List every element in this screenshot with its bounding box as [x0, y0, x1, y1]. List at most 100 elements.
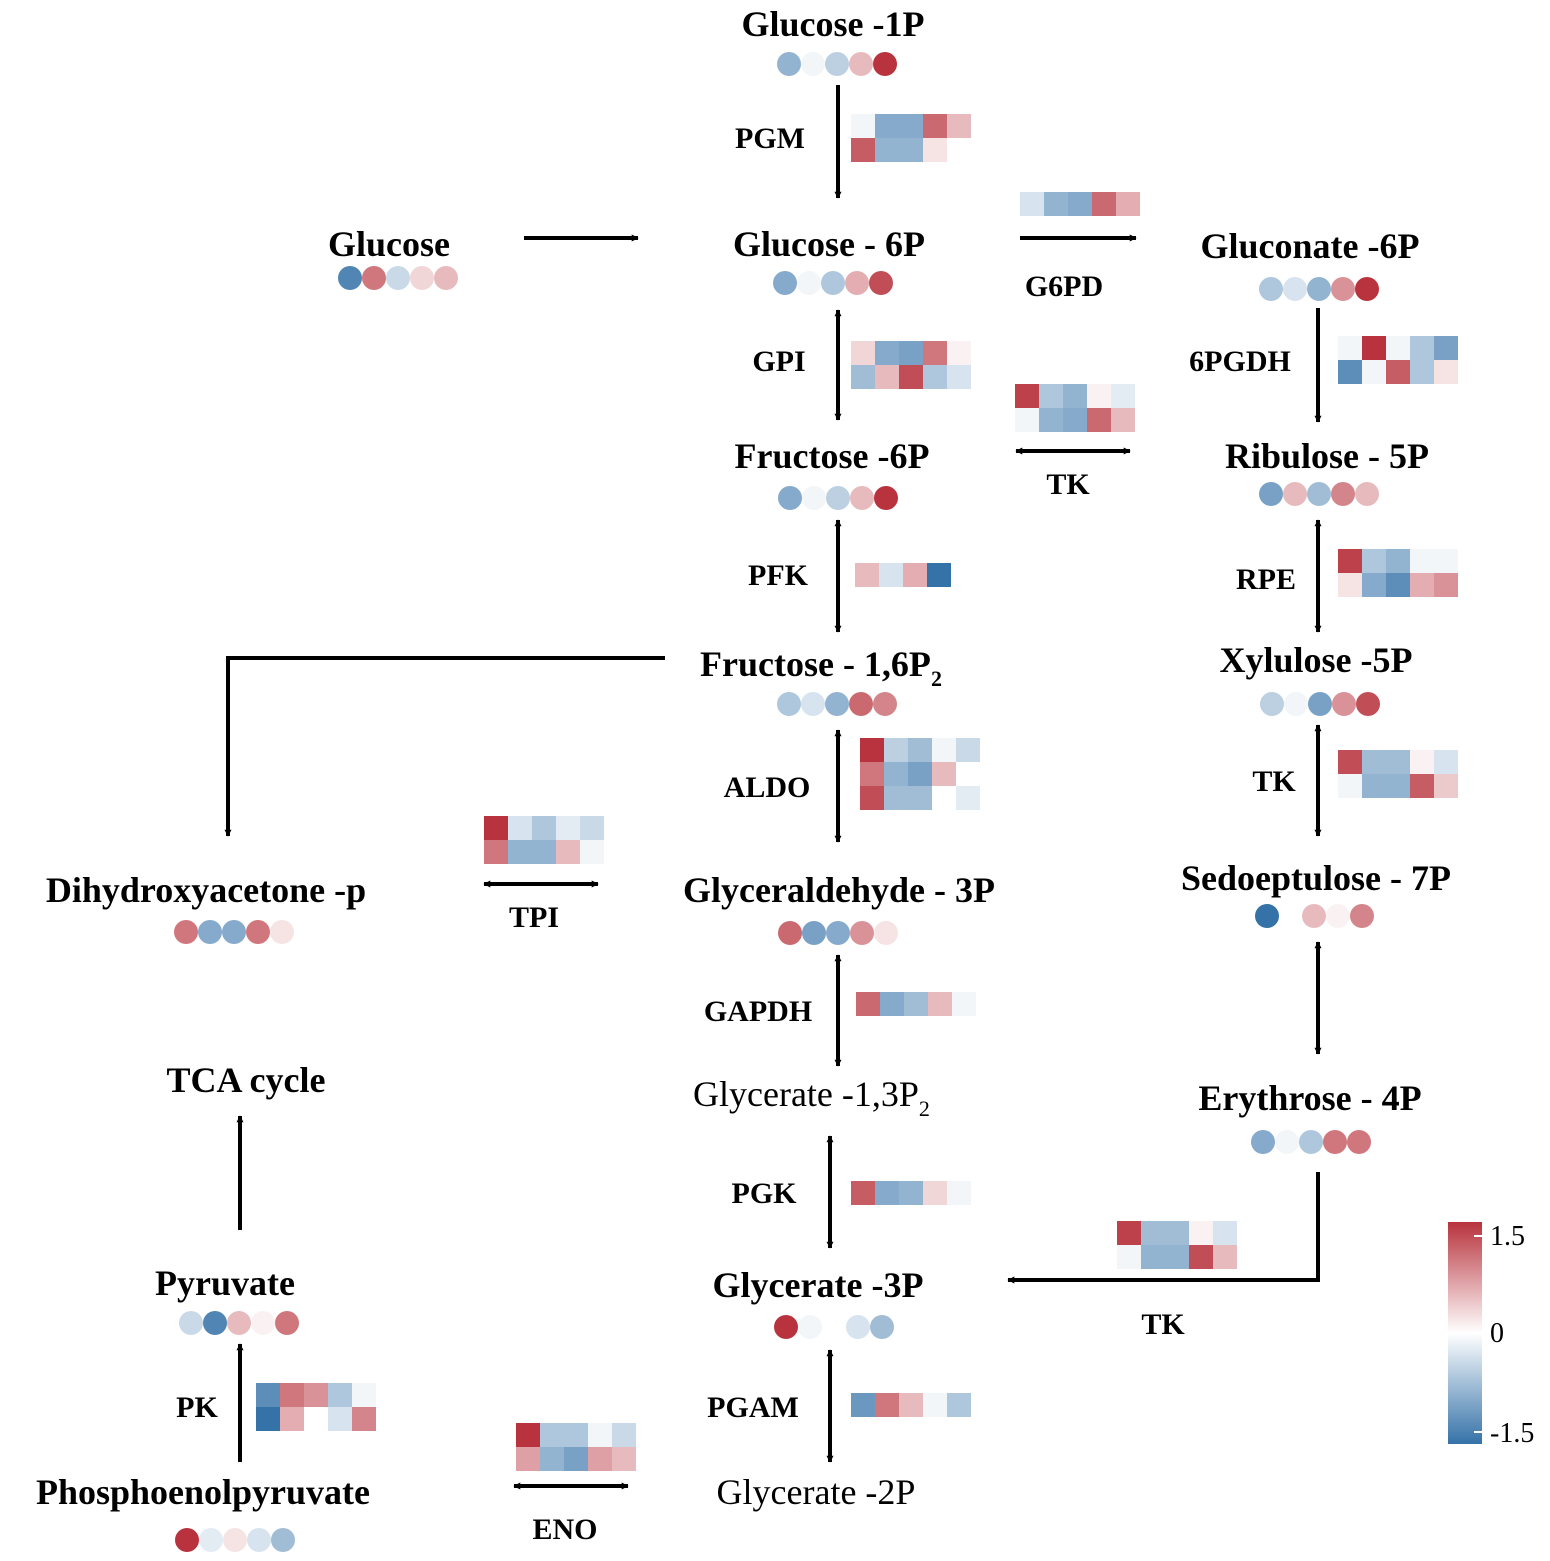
heat-cell-rpe-r1-c1 [1338, 549, 1362, 573]
heat-cell-gapdh-r1-c1 [856, 992, 880, 1016]
heat-cell-pgm-r2-c2 [875, 138, 899, 162]
heat-cell-pgm-r1-c5 [947, 114, 971, 138]
dot-ribulose-5p-1 [1259, 482, 1283, 506]
dot-glucose-3 [386, 266, 410, 290]
label-glycerate-13p2: Glycerate -1,3P2 [693, 1074, 930, 1121]
heat-cell-gpi-r1-c1 [851, 341, 875, 365]
heat-cell-tk-1-r2-c3 [1063, 408, 1087, 432]
heat-cell-aldo-r3-c1 [860, 786, 884, 810]
dot-xylulose-5p-2 [1284, 692, 1308, 716]
label-tca-cycle: TCA cycle [167, 1060, 326, 1100]
color-scale-mid-label: 0 [1490, 1318, 1504, 1349]
dot-glyceraldehyde-3p-5 [874, 921, 898, 945]
dot-fructose-6p-5 [874, 486, 898, 510]
heat-cell-pk-r1-c3 [304, 1383, 328, 1407]
label-fructose-6p: Fructose -6P [735, 436, 930, 476]
dot-glucose-4 [410, 266, 434, 290]
heatmap-pk [256, 1383, 376, 1431]
heat-cell-g6pd-r1-c1 [1020, 192, 1044, 216]
label-fructose-16p2: Fructose - 1,6P2 [700, 644, 942, 691]
dot-erythrose-4p-1 [1251, 1130, 1275, 1154]
heat-cell-pk-r1-c1 [256, 1383, 280, 1407]
heat-cell-tk-3-r1-c5 [1213, 1221, 1237, 1245]
dot-dihydroxyacetone-p-4 [246, 920, 270, 944]
dot-gluconate-6p-5 [1355, 277, 1379, 301]
dot-sedoeptulose-7p-2 [1302, 904, 1326, 928]
enzyme-label-pgm: PGM [735, 122, 805, 155]
heat-cell-pgk-r1-c4 [923, 1181, 947, 1205]
heatmap-pfk [855, 563, 951, 587]
heat-cell-tpi-r1-c1 [484, 816, 508, 840]
heat-cell-pgm-r1-c1 [851, 114, 875, 138]
enzyme-label-tk-1: TK [1046, 468, 1090, 501]
heat-cell-g6pd-r1-c5 [1116, 192, 1140, 216]
dot-ribulose-5p-2 [1283, 482, 1307, 506]
heat-cell-6pgdh-r2-c2 [1362, 360, 1386, 384]
heat-cell-gpi-r1-c4 [923, 341, 947, 365]
heat-cell-aldo-r2-c2 [884, 762, 908, 786]
heat-cell-pk-r1-c2 [280, 1383, 304, 1407]
label-glucose-6p: Glucose - 6P [733, 224, 925, 264]
heat-cell-tk-2-r2-c5 [1434, 774, 1458, 798]
heat-cell-aldo-r3-c2 [884, 786, 908, 810]
dot-glycerate-3p-5 [870, 1315, 894, 1339]
dot-erythrose-4p-4 [1323, 1130, 1347, 1154]
dot-pyruvate-4 [251, 1311, 275, 1335]
enzyme-label-g6pd: G6PD [1025, 270, 1103, 303]
dot-glucose-6p-2 [797, 271, 821, 295]
heat-cell-gpi-r1-c3 [899, 341, 923, 365]
heat-cell-pgm-r2-c4 [923, 138, 947, 162]
heat-cell-pk-r2-c3 [304, 1407, 328, 1431]
heatmap-pgk [851, 1181, 971, 1205]
dot-glyceraldehyde-3p-4 [850, 921, 874, 945]
enzyme-label-gapdh: GAPDH [704, 995, 812, 1028]
heat-cell-gapdh-r1-c5 [952, 992, 976, 1016]
heat-cell-tk-1-r1-c1 [1015, 384, 1039, 408]
dot-erythrose-4p-3 [1299, 1130, 1323, 1154]
dot-phosphoenolpyruvate-4 [247, 1528, 271, 1552]
heatmap-tk-1 [1015, 384, 1135, 432]
heat-cell-aldo-r2-c5 [956, 762, 980, 786]
heat-cell-pk-r2-c4 [328, 1407, 352, 1431]
enzyme-label-pk: PK [176, 1391, 218, 1424]
heat-cell-eno-r2-c3 [564, 1447, 588, 1471]
heat-cell-tk-2-r1-c4 [1410, 750, 1434, 774]
dot-dihydroxyacetone-p-2 [198, 920, 222, 944]
heat-cell-6pgdh-r2-c4 [1410, 360, 1434, 384]
dot-phosphoenolpyruvate-2 [199, 1528, 223, 1552]
heat-cell-aldo-r1-c3 [908, 738, 932, 762]
dot-ribulose-5p-3 [1307, 482, 1331, 506]
heat-cell-6pgdh-r2-c5 [1434, 360, 1458, 384]
heat-cell-eno-r2-c4 [588, 1447, 612, 1471]
label-glucose-1p: Glucose -1P [742, 4, 925, 44]
heatmap-gapdh [856, 992, 976, 1016]
label-xylulose-5p: Xylulose -5P [1220, 640, 1413, 680]
dot-erythrose-4p-5 [1347, 1130, 1371, 1154]
heat-cell-aldo-r2-c4 [932, 762, 956, 786]
heatmap-pgm [851, 114, 971, 162]
dot-gluconate-6p-1 [1259, 277, 1283, 301]
heat-cell-pfk-r1-c2 [879, 563, 903, 587]
dots-ribulose-5p [1259, 482, 1379, 506]
dots-sedoeptulose-7p [1255, 904, 1374, 928]
dot-glucose-1p-2 [801, 52, 825, 76]
enzyme-label-tk-3: TK [1141, 1308, 1185, 1341]
heat-cell-tpi-r1-c2 [508, 816, 532, 840]
heat-cell-tk-3-r2-c5 [1213, 1245, 1237, 1269]
dots-erythrose-4p [1251, 1130, 1371, 1154]
heat-cell-gapdh-r1-c3 [904, 992, 928, 1016]
heat-cell-pfk-r1-c3 [903, 563, 927, 587]
heat-cell-tk-3-r2-c2 [1141, 1245, 1165, 1269]
dot-glycerate-3p-1 [774, 1315, 798, 1339]
heat-cell-tk-2-r2-c3 [1386, 774, 1410, 798]
heat-cell-aldo-r3-c5 [956, 786, 980, 810]
dot-glycerate-3p-3 [822, 1315, 846, 1339]
heat-cell-pgk-r1-c5 [947, 1181, 971, 1205]
dot-sedoeptulose-7p-1 [1255, 904, 1279, 928]
heat-cell-gpi-r2-c2 [875, 365, 899, 389]
heat-cell-gapdh-r1-c4 [928, 992, 952, 1016]
heat-cell-rpe-r1-c3 [1386, 549, 1410, 573]
heat-cell-pgk-r1-c2 [875, 1181, 899, 1205]
heat-cell-eno-r2-c1 [516, 1447, 540, 1471]
enzyme-label-pgk: PGK [732, 1177, 798, 1210]
